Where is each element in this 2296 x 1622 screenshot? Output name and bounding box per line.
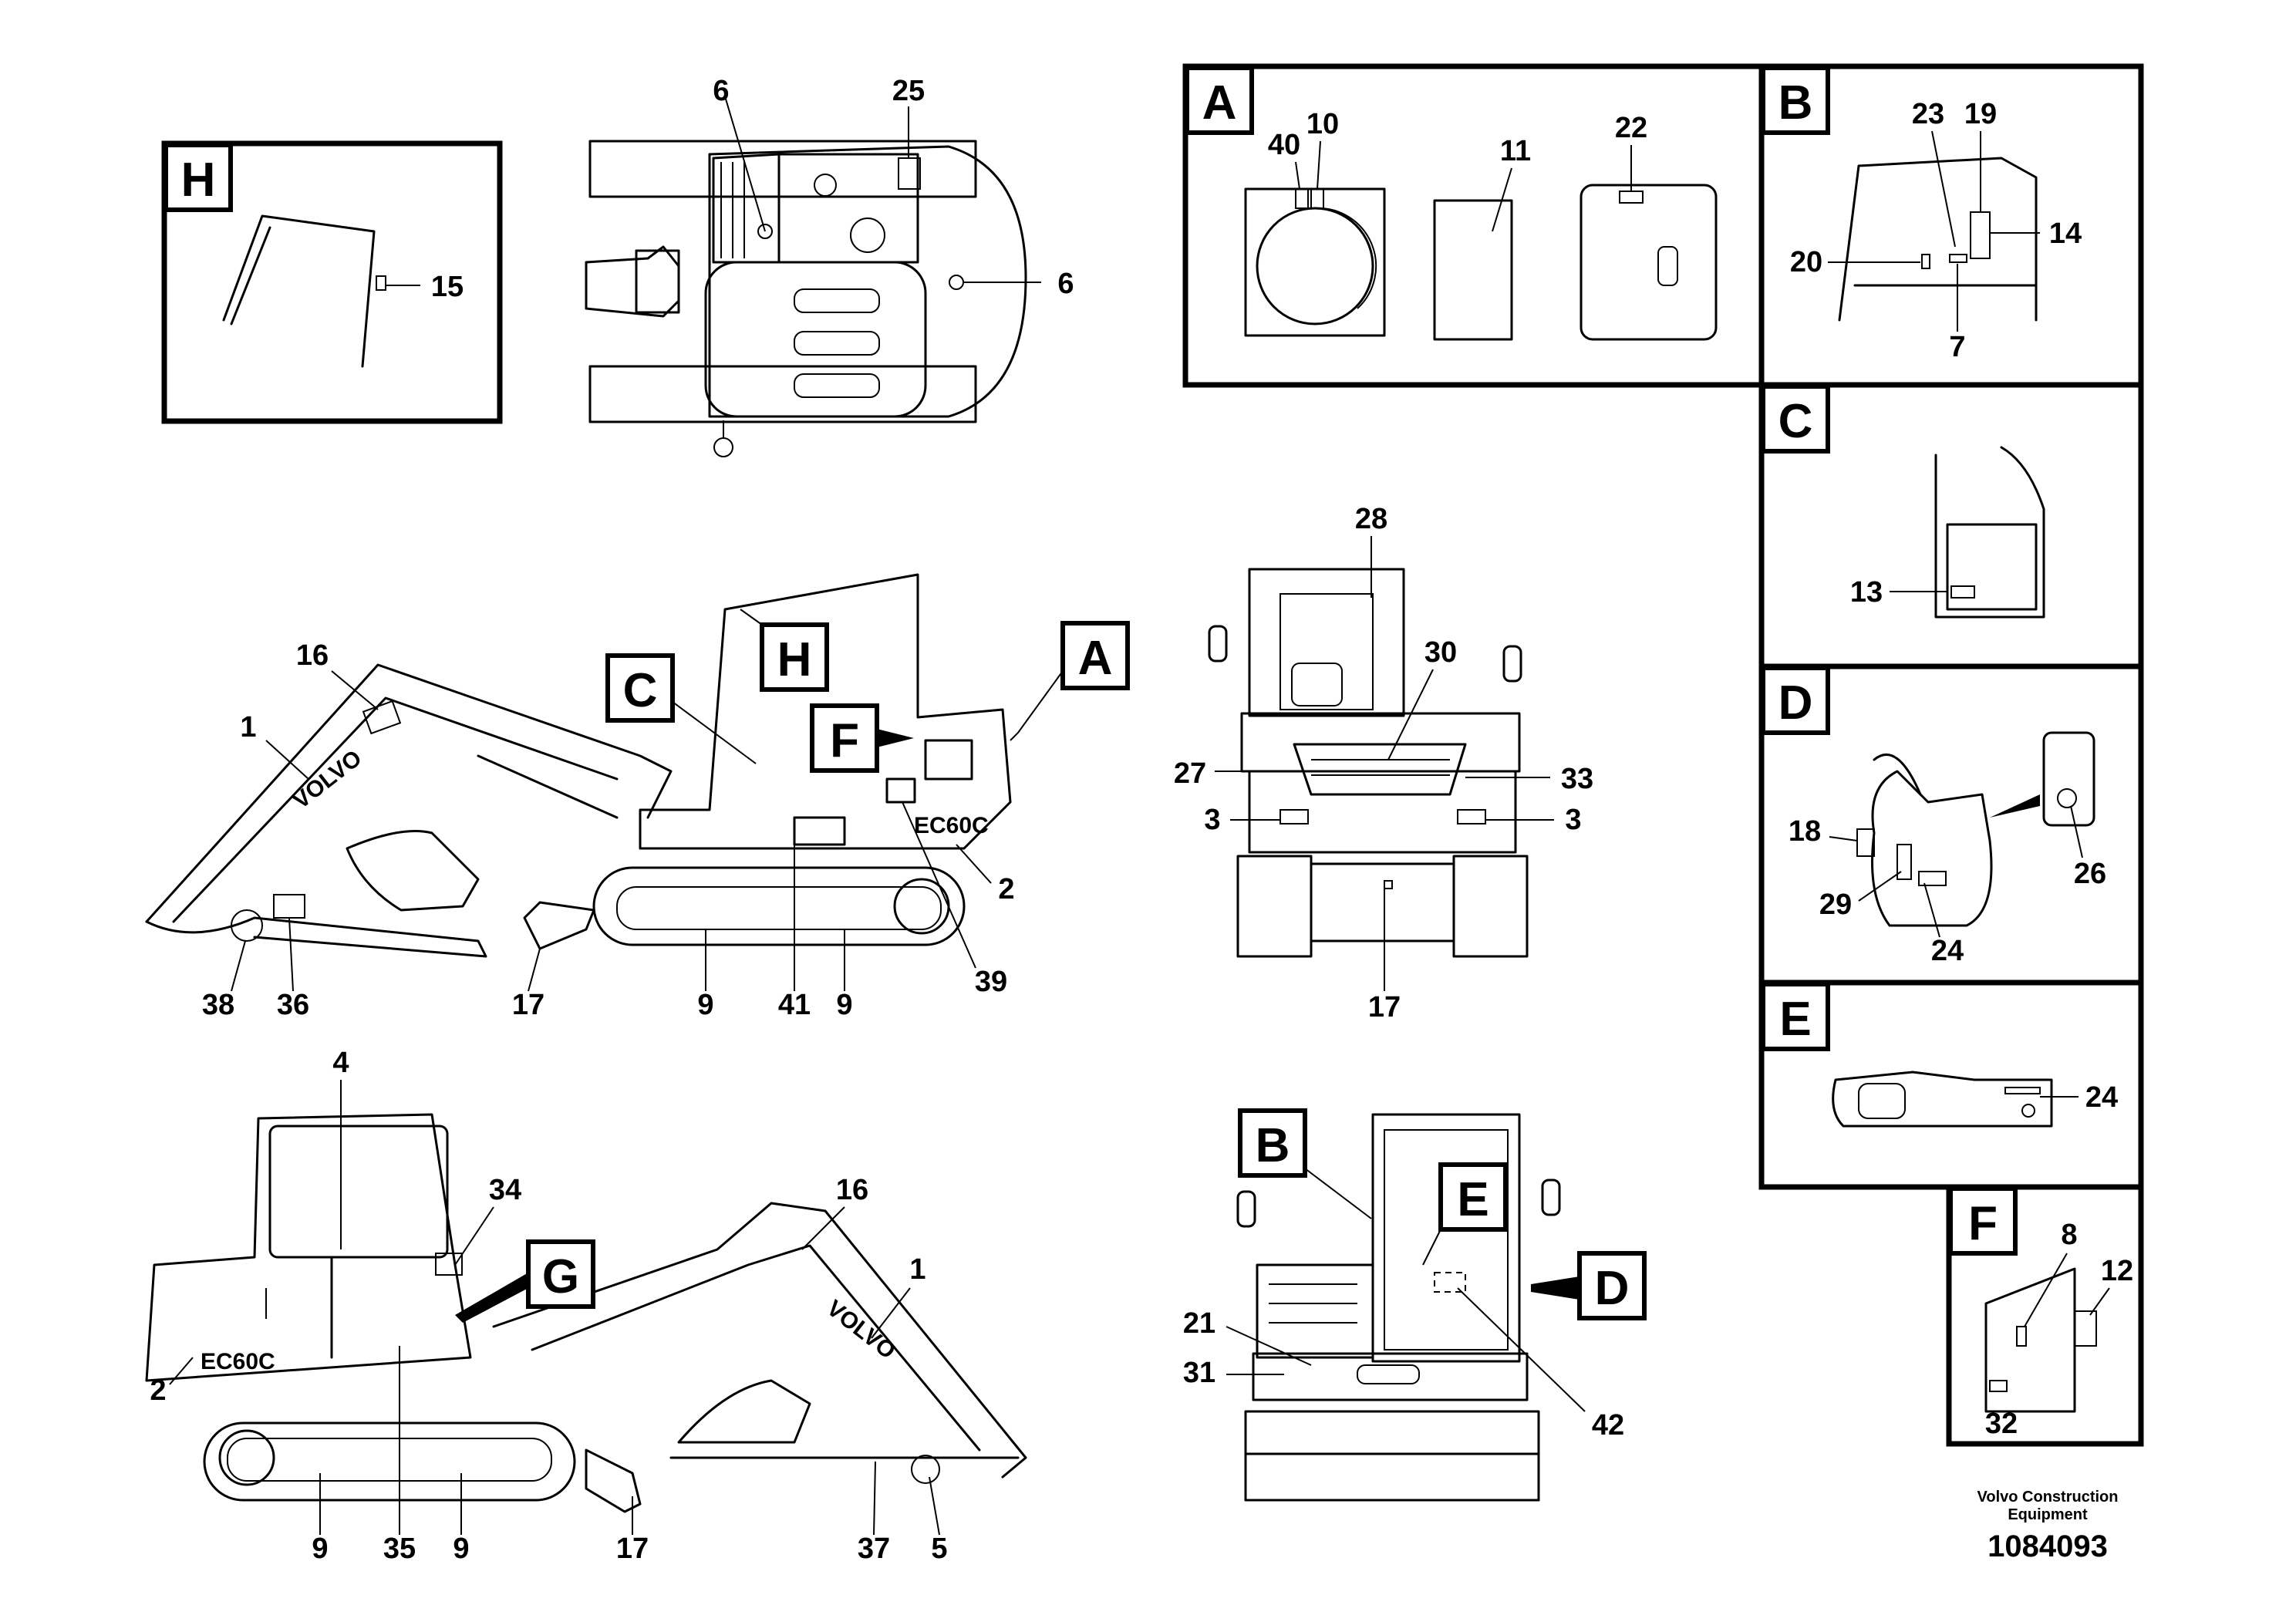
part-number-37: 37 — [858, 1533, 890, 1565]
tag-a: A — [1078, 632, 1113, 685]
part-number-8: 8 — [2061, 1219, 2077, 1251]
part-number-4: 4 — [332, 1047, 349, 1079]
panel-b-label: B — [1778, 76, 1813, 130]
footer-block: Volvo Construction Equipment 1084093 — [1977, 1489, 2119, 1563]
tag-c: C — [623, 664, 658, 717]
part-number-14: 14 — [2049, 218, 2082, 250]
part-number-9-right-a: 9 — [312, 1533, 328, 1565]
part-number-6-right: 6 — [1057, 268, 1074, 300]
part-number-38: 38 — [202, 989, 234, 1021]
rear-view-part-numbers: 28 30 27 33 3 3 17 — [1174, 503, 1593, 1023]
part-number-19: 19 — [1964, 98, 1997, 130]
part-number-22: 22 — [1615, 112, 1647, 144]
part-number-28: 28 — [1355, 503, 1387, 535]
part-number-2-right: 2 — [150, 1374, 166, 1407]
document-number: 1084093 — [1988, 1529, 2108, 1563]
company-line-2: Equipment — [2008, 1506, 2088, 1523]
cab-view-part-numbers: 21 31 42 — [1183, 1287, 1624, 1442]
part-number-41: 41 — [778, 989, 811, 1021]
tag-e: E — [1457, 1173, 1489, 1226]
part-number-25: 25 — [892, 75, 925, 107]
part-number-1-left: 1 — [240, 711, 256, 744]
part-number-6-top: 6 — [713, 75, 729, 107]
detail-panel-c: C 13 — [1758, 382, 2144, 669]
part-number-16-left: 16 — [296, 639, 329, 672]
panel-h-label: H — [181, 153, 216, 207]
part-number-23: 23 — [1912, 98, 1944, 130]
part-number-31: 31 — [1183, 1357, 1215, 1389]
part-number-29: 29 — [1819, 889, 1852, 921]
part-number-20: 20 — [1790, 246, 1822, 278]
detail-panel-f: F 8 12 32 — [1946, 1184, 2144, 1447]
part-number-18: 18 — [1789, 815, 1821, 848]
part-number-24-d: 24 — [1931, 935, 1964, 967]
panel-h-detail: H 15 — [161, 140, 503, 424]
tag-d: D — [1595, 1262, 1630, 1315]
part-number-16-right: 16 — [836, 1174, 868, 1206]
side-view-left-drawing: EC60C VOLVO — [145, 573, 1012, 958]
part-number-7: 7 — [1949, 331, 1965, 363]
detail-panel-b: B 23 19 14 20 7 — [1758, 63, 2144, 388]
part-number-17-rear: 17 — [1368, 991, 1401, 1023]
side-right-tags: G — [455, 1239, 595, 1323]
part-number-26: 26 — [2074, 858, 2106, 890]
rear-view-drawing — [1208, 568, 1529, 958]
part-number-39: 39 — [975, 966, 1007, 998]
part-number-36: 36 — [277, 989, 309, 1021]
part-number-11: 11 — [1500, 135, 1531, 167]
part-number-33: 33 — [1561, 763, 1593, 795]
company-line-1: Volvo Construction — [1977, 1489, 2119, 1506]
detail-panel-a: A 40 10 11 22 — [1182, 63, 1765, 388]
part-number-3-left: 3 — [1204, 804, 1220, 836]
model-marking-right: EC60C — [201, 1349, 275, 1374]
part-number-17-right: 17 — [616, 1533, 649, 1565]
part-number-21: 21 — [1183, 1307, 1215, 1340]
top-view-drawing: 6 25 6 — [585, 75, 1074, 457]
tag-h: H — [777, 633, 812, 686]
panel-f-label: F — [1968, 1197, 1998, 1250]
panel-e-label: E — [1779, 993, 1811, 1046]
part-number-9-left-b: 9 — [836, 989, 852, 1021]
part-number-9-right-b: 9 — [453, 1533, 469, 1565]
part-number-12: 12 — [2101, 1255, 2133, 1287]
side-right-part-numbers: 4 34 16 1 2 9 35 9 17 37 5 — [150, 1047, 947, 1565]
part-number-9-left-a: 9 — [697, 989, 713, 1021]
detail-panel-d: D 18 29 24 26 — [1758, 663, 2144, 986]
part-number-40: 40 — [1268, 129, 1300, 161]
panel-a-label: A — [1202, 76, 1237, 130]
panel-d-label: D — [1778, 676, 1813, 730]
part-number-17-left: 17 — [512, 989, 544, 1021]
part-number-42: 42 — [1592, 1409, 1624, 1442]
brand-marking-left: VOLVO — [288, 745, 366, 814]
part-number-13: 13 — [1850, 576, 1883, 609]
part-number-1-right: 1 — [909, 1253, 925, 1286]
tag-b: B — [1256, 1119, 1290, 1172]
part-number-2-left: 2 — [998, 873, 1014, 905]
cab-view-tags: B E D — [1238, 1108, 1647, 1320]
cab-view-drawing — [1236, 1113, 1561, 1502]
part-number-24-e: 24 — [2085, 1081, 2118, 1114]
part-number-27: 27 — [1174, 757, 1206, 790]
part-number-35: 35 — [383, 1533, 416, 1565]
part-number-15: 15 — [431, 271, 464, 303]
part-number-32: 32 — [1985, 1408, 2018, 1440]
tag-f: F — [830, 714, 859, 767]
detail-panel-e: E 24 — [1758, 980, 2144, 1190]
side-left-part-numbers: 16 1 38 36 17 9 41 9 39 2 — [202, 639, 1015, 1021]
part-number-5: 5 — [931, 1533, 947, 1565]
side-left-tags: C H F A — [605, 609, 1130, 773]
part-number-30: 30 — [1424, 636, 1457, 669]
part-number-3-right: 3 — [1565, 804, 1581, 836]
part-number-34: 34 — [489, 1174, 521, 1206]
panel-c-label: C — [1778, 395, 1813, 448]
side-view-right-drawing: EC60C VOLVO — [145, 1113, 1027, 1513]
tag-g: G — [542, 1250, 579, 1303]
model-marking-left: EC60C — [914, 813, 989, 838]
part-number-10: 10 — [1306, 108, 1339, 140]
